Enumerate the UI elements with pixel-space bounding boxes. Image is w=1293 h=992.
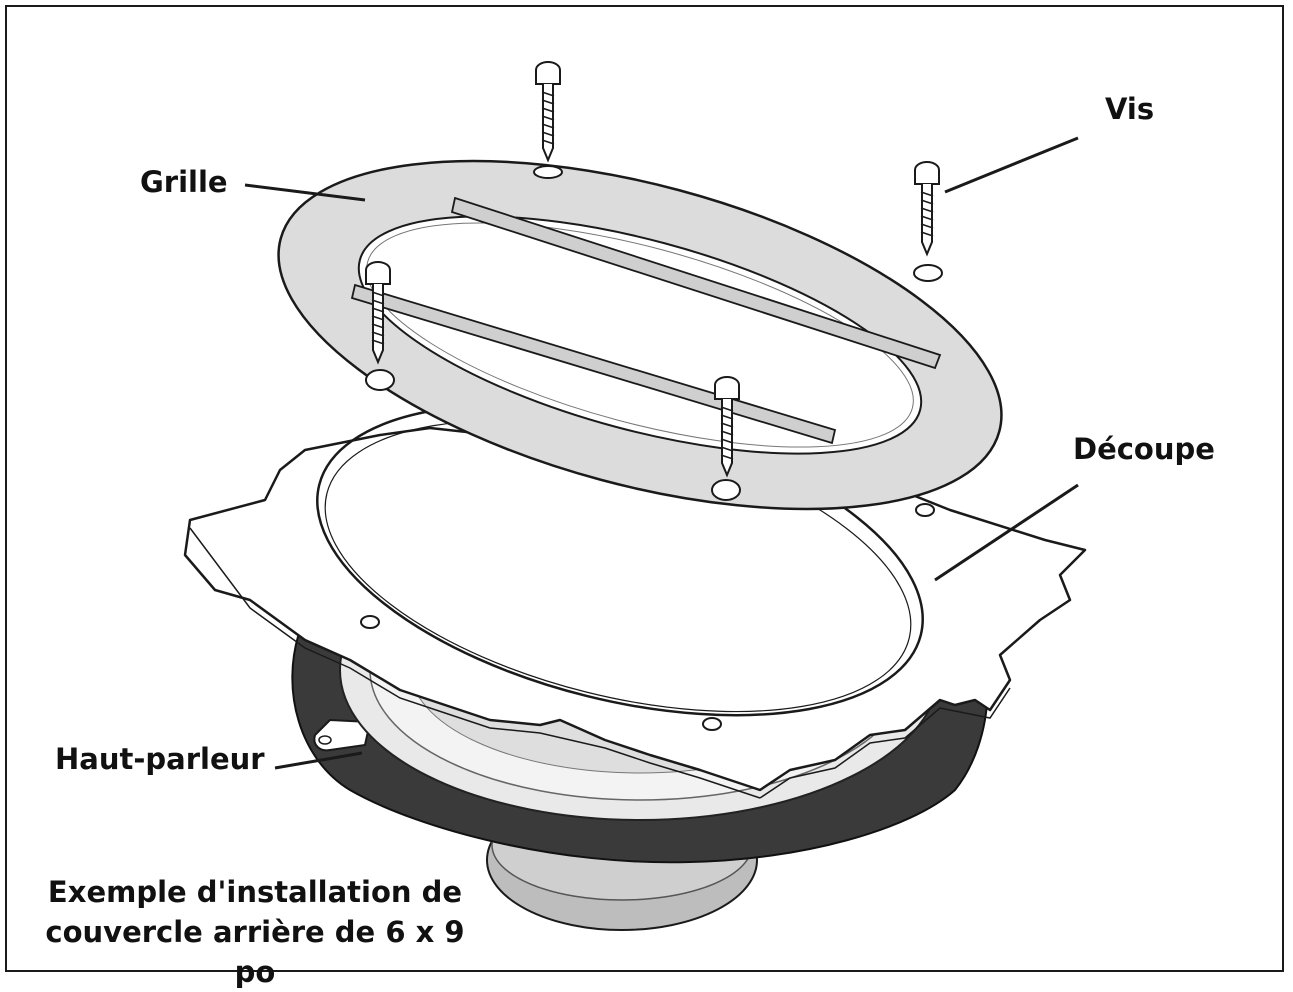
label-haut-parleur: Haut-parleur xyxy=(55,742,265,776)
leader-grille xyxy=(244,183,366,202)
screws xyxy=(365,61,940,478)
screw xyxy=(365,261,391,365)
grille-opening xyxy=(357,215,923,455)
screw xyxy=(535,61,561,163)
grille xyxy=(277,159,1003,511)
grille-screw-hole xyxy=(711,479,741,501)
leader-lines xyxy=(244,136,1079,770)
caption-line-1: Exemple d'installation de xyxy=(47,875,463,909)
grille-screw-hole xyxy=(533,165,563,179)
label-decoupe: Découpe xyxy=(1073,432,1215,466)
label-vis: Vis xyxy=(1105,92,1155,126)
grille-bar xyxy=(350,283,837,445)
plate-hole xyxy=(915,503,935,517)
figure-caption: Exemple d'installation de couvercle arri… xyxy=(30,872,480,992)
leader-decoupe xyxy=(934,483,1079,582)
grille-screw-hole xyxy=(913,264,943,282)
label-grille: Grille xyxy=(140,165,228,199)
leader-haut-parleur xyxy=(274,751,363,770)
screw xyxy=(714,376,740,478)
plate-hole xyxy=(702,717,722,731)
screw xyxy=(914,161,940,257)
leader-vis xyxy=(944,136,1079,194)
grille-bar xyxy=(450,196,942,370)
caption-line-2: couvercle arrière de 6 x 9 po xyxy=(45,915,465,989)
plate-hole xyxy=(360,615,380,629)
grille-screw-hole xyxy=(365,369,395,391)
